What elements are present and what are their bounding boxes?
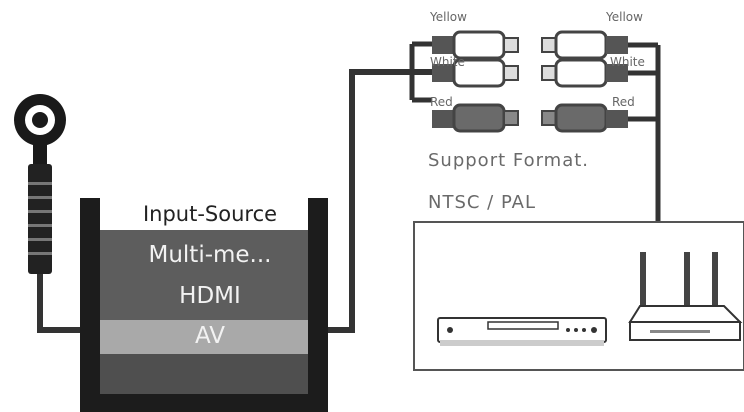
label-right-red: Red (612, 95, 635, 109)
devices-box (413, 221, 744, 371)
rca-plugs-right (541, 30, 661, 222)
label-left-yellow: Yellow (430, 10, 467, 24)
input-source-title: Input-Source (142, 202, 278, 226)
label-left-red: Red (430, 95, 453, 109)
support-format-label: Support Format. (428, 150, 590, 171)
menu-item-multimedia[interactable]: Multi-me... (148, 242, 272, 268)
label-right-white: White (610, 55, 645, 69)
router-icon (628, 252, 743, 341)
tv-set (80, 198, 328, 412)
label-left-white: White (430, 55, 465, 69)
audio-plug-icon (14, 94, 66, 274)
rca-plugs-left (409, 30, 519, 133)
label-right-yellow: Yellow (606, 10, 643, 24)
plug-cable (37, 274, 90, 333)
menu-item-av[interactable]: AV (195, 323, 225, 349)
av-cable (328, 69, 432, 333)
menu-item-hdmi[interactable]: HDMI (179, 283, 241, 309)
dvd-player-icon (437, 317, 607, 346)
support-format-value: NTSC / PAL (428, 192, 537, 213)
